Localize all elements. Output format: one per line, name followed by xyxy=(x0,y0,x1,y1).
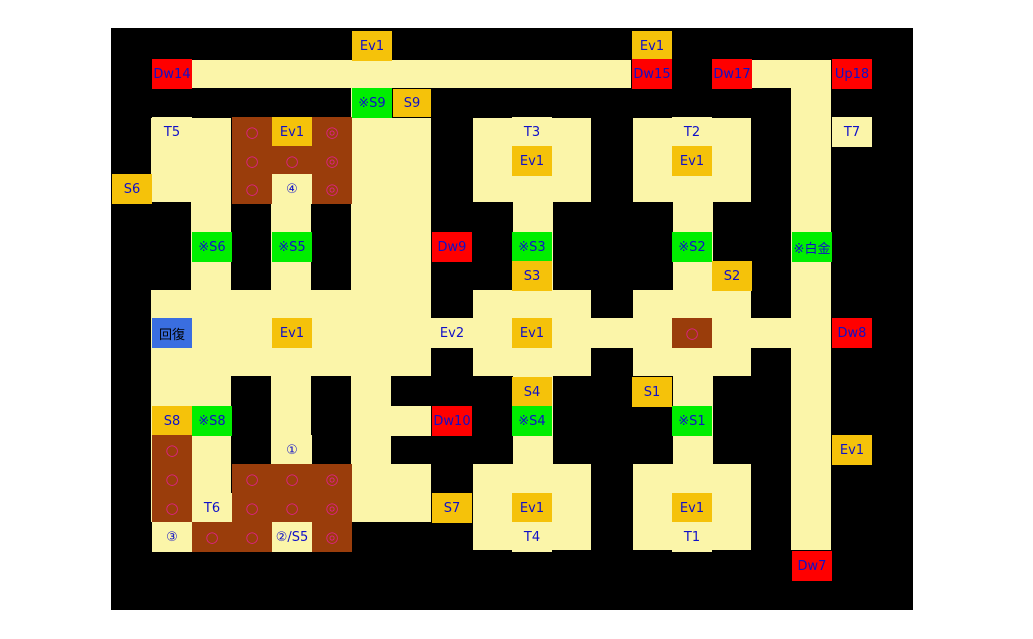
event-tile: Ev1 xyxy=(672,146,712,176)
damage-tile: ○ xyxy=(232,493,272,523)
damage-tile: ◎ xyxy=(312,146,352,176)
treasure-label: T6 xyxy=(192,493,232,523)
switch-tile: ※S1 xyxy=(672,406,712,436)
event-tile: S7 xyxy=(432,493,472,523)
recovery-tile: 回復 xyxy=(152,318,192,348)
floor xyxy=(191,60,631,88)
event-tile: Ev1 xyxy=(832,435,872,465)
event-tile: Ev1 xyxy=(512,493,552,523)
switch-tile: ※S2 xyxy=(672,232,712,262)
damage-tile: ◎ xyxy=(312,117,352,147)
damage-tile: ○ xyxy=(232,522,272,552)
floor xyxy=(391,232,431,262)
event-tile: Ev1 xyxy=(632,31,672,61)
stairs-down-tile: Dw8 xyxy=(832,318,872,348)
damage-tile: ◎ xyxy=(312,174,352,204)
damage-tile: ○ xyxy=(152,493,192,523)
floor xyxy=(351,464,431,522)
stairs-down-tile: Dw15 xyxy=(632,59,672,89)
treasure-label: T4 xyxy=(512,522,552,552)
switch-tile: ※S5 xyxy=(272,232,312,262)
switch-tile: ※S6 xyxy=(192,232,232,262)
damage-tile: ○ xyxy=(192,522,232,552)
treasure-label: T3 xyxy=(512,117,552,147)
damage-tile: ○ xyxy=(272,146,312,176)
switch-tile: ※S8 xyxy=(192,406,232,436)
marker-tile: ④ xyxy=(272,174,312,204)
damage-tile: ○ xyxy=(152,435,192,465)
floor xyxy=(391,406,431,436)
event-label: Ev2 xyxy=(432,318,472,348)
damage-tile: ○ xyxy=(152,464,192,494)
damage-tile: ○ xyxy=(272,464,312,494)
switch-tile: ※白金 xyxy=(792,232,832,262)
event-tile: S2 xyxy=(712,261,752,291)
stairs-up-tile: Up18 xyxy=(832,59,872,89)
event-tile: Ev1 xyxy=(512,318,552,348)
stairs-down-tile: Dw14 xyxy=(152,59,192,89)
switch-tile: ※S9 xyxy=(352,88,392,118)
event-tile: S9 xyxy=(392,88,432,118)
damage-tile: ○ xyxy=(272,493,312,523)
stairs-down-tile: Dw9 xyxy=(432,232,472,262)
event-tile: S6 xyxy=(112,174,152,204)
event-tile: Ev1 xyxy=(512,146,552,176)
floor xyxy=(791,60,831,550)
treasure-label: T7 xyxy=(832,117,872,147)
dungeon-map: Ev1 Ev1 Dw14 Dw15 Dw17 Up18 ※S9 S9 T5 ○ … xyxy=(111,28,913,610)
damage-tile: ○ xyxy=(232,117,272,147)
marker-tile: ③ xyxy=(152,522,192,552)
marker-tile: ① xyxy=(272,435,312,465)
damage-tile: ○ xyxy=(232,174,272,204)
event-tile: Ev1 xyxy=(272,318,312,348)
event-tile: Ev1 xyxy=(672,493,712,523)
floor xyxy=(351,88,431,328)
marker-tile: ②/S5 xyxy=(272,522,312,552)
event-tile: S8 xyxy=(152,406,192,436)
damage-tile: ○ xyxy=(232,464,272,494)
treasure-label: T1 xyxy=(672,522,712,552)
treasure-label: T5 xyxy=(152,117,192,147)
event-tile: Ev1 xyxy=(272,117,312,147)
damage-tile: ◎ xyxy=(312,493,352,523)
stairs-down-tile: Dw7 xyxy=(792,551,832,581)
stairs-down-tile: Dw17 xyxy=(712,59,752,89)
treasure-label: T2 xyxy=(672,117,712,147)
damage-tile: ◎ xyxy=(312,464,352,494)
damage-tile: ○ xyxy=(672,318,712,348)
damage-tile: ◎ xyxy=(312,522,352,552)
event-tile: S1 xyxy=(632,377,672,407)
stairs-down-tile: Dw10 xyxy=(432,406,472,436)
damage-tile: ○ xyxy=(232,146,272,176)
switch-tile: ※S3 xyxy=(512,232,552,262)
event-tile: S3 xyxy=(512,261,552,291)
switch-tile: ※S4 xyxy=(512,406,552,436)
event-tile: S4 xyxy=(512,377,552,407)
event-tile: Ev1 xyxy=(352,31,392,61)
